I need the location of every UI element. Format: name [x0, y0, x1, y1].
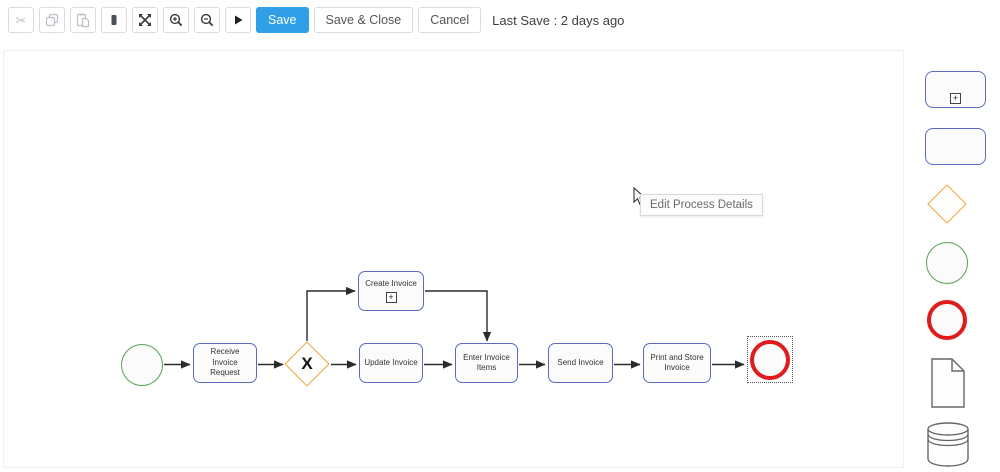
move-button[interactable] [132, 7, 158, 33]
toolbar: ✂ [8, 7, 624, 33]
task-node-print-and-store-invoice[interactable]: Print and Store Invoice [643, 343, 711, 383]
copy-button[interactable] [39, 7, 65, 33]
palette-subprocess-shape[interactable]: + [925, 71, 986, 108]
delete-icon [106, 12, 122, 28]
cut-icon: ✂ [15, 12, 27, 28]
task-node-receive-invoice-request[interactable]: Receive Invoice Request [193, 343, 257, 383]
zoom-in-button[interactable] [163, 7, 189, 33]
save-and-close-button[interactable]: Save & Close [313, 7, 414, 33]
cancel-button[interactable]: Cancel [418, 7, 482, 33]
last-save-text: Last Save : 2 days ago [492, 12, 625, 28]
task-node-send-invoice[interactable]: Send Invoice [548, 343, 613, 383]
save-button[interactable]: Save [256, 7, 309, 33]
zoom-out-button[interactable] [194, 7, 220, 33]
diagram-canvas[interactable] [3, 50, 904, 468]
paste-button[interactable] [70, 7, 96, 33]
zoom-in-icon [168, 12, 184, 28]
palette-document-shape[interactable] [931, 358, 965, 408]
cut-button[interactable]: ✂ [8, 7, 34, 33]
palette-task-shape[interactable] [925, 128, 986, 165]
play-icon [230, 12, 246, 28]
play-button[interactable] [225, 7, 251, 33]
start-event-node[interactable] [121, 344, 163, 386]
delete-button[interactable] [101, 7, 127, 33]
palette-gateway-shape[interactable] [927, 184, 967, 224]
palette-start-event-shape[interactable] [926, 242, 968, 284]
copy-icon [44, 12, 60, 28]
zoom-out-icon [199, 12, 215, 28]
subprocess-label: Create Invoice [365, 279, 417, 289]
move-expand-icon [137, 12, 153, 28]
edit-process-details-tooltip[interactable]: Edit Process Details [640, 194, 763, 216]
subprocess-expand-marker[interactable]: + [385, 291, 397, 303]
subprocess-node-create-invoice[interactable]: Create Invoice + [358, 271, 424, 311]
end-event-node[interactable] [750, 340, 790, 380]
paste-icon [75, 12, 91, 28]
palette-data-store-shape[interactable] [926, 421, 970, 467]
task-node-update-invoice[interactable]: Update Invoice [359, 343, 423, 383]
palette-end-event-shape[interactable] [927, 300, 967, 340]
task-node-enter-invoice-items[interactable]: Enter Invoice Items [455, 343, 518, 383]
selection-outline [747, 336, 793, 383]
subprocess-expand-marker: + [950, 93, 961, 104]
